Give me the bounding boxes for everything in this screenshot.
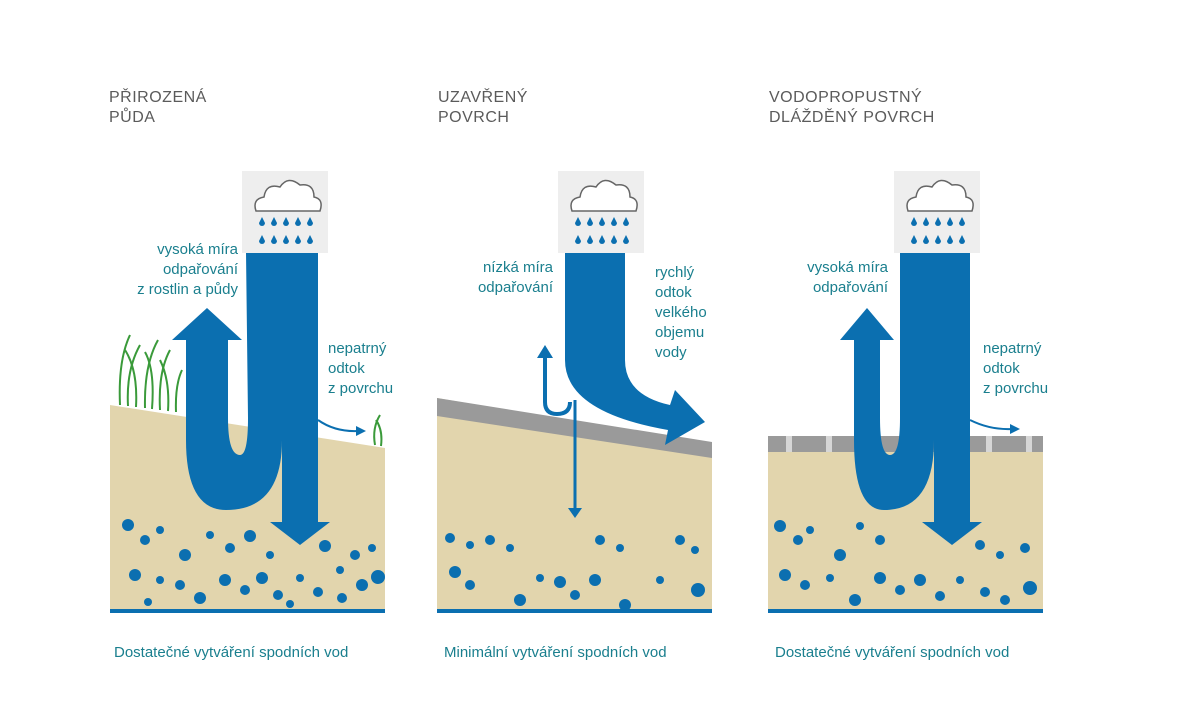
panel-1-label-runoff: nepatrný odtok z povrchu — [328, 340, 394, 397]
arrow-runoff — [565, 252, 705, 445]
panel-2-caption: Minimální vytváření spodních vod — [444, 644, 667, 661]
panel-2-label-evaporation: nízká míra odpařování — [477, 259, 553, 296]
panel-1-title: PŘIROZENÁ PŮDA — [109, 89, 207, 126]
arrow-infiltration — [840, 252, 982, 545]
panel-3-title: VODOPROPUSTNÝ DLÁŽDĚNÝ POVRCH — [769, 89, 935, 126]
arrow-infiltration — [172, 252, 330, 545]
panel-3-caption: Dostatečné vytváření spodních vod — [775, 644, 1010, 661]
panel-2-label-runoff: rychlý odtok velkého objemu vody — [655, 264, 707, 361]
panel-1-label-evaporation: vysoká míra odpařování z rostlin a půdy — [137, 241, 238, 298]
panel-3-label-runoff: nepatrný odtok z povrchu — [983, 340, 1049, 397]
panel-2-graphic — [437, 170, 712, 613]
grass-icon — [118, 334, 383, 447]
panel-2-title: UZAVŘENÝ POVRCH — [438, 89, 528, 126]
panel-3-label-evaporation: vysoká míra odpařování — [807, 259, 888, 296]
panel-1-caption: Dostatečné vytváření spodních vod — [114, 644, 349, 661]
panel-1-graphic — [110, 170, 385, 613]
panel-3-graphic — [768, 170, 1043, 613]
